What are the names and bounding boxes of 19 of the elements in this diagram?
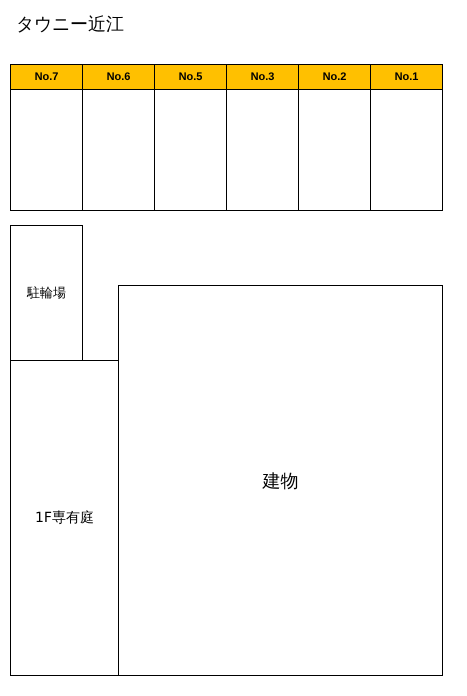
space-number-header: No.5 (155, 65, 226, 90)
building-area (118, 285, 443, 676)
space-number-header: No.6 (83, 65, 154, 90)
parking-space (10, 64, 83, 211)
parking-space (298, 64, 371, 211)
parking-space (226, 64, 299, 211)
space-number-header: No.7 (11, 65, 82, 90)
parking-space (154, 64, 227, 211)
area-box (10, 360, 119, 676)
space-number-header: No.3 (227, 65, 298, 90)
title: タウニー近江 (16, 13, 124, 36)
space-number-header: No.1 (371, 65, 442, 90)
area-label: 1F専有庭 (35, 509, 94, 527)
parking-space (82, 64, 155, 211)
area-label: 建物 (262, 470, 298, 492)
space-number-header: No.2 (299, 65, 370, 90)
parking-space (370, 64, 443, 211)
area-box (10, 225, 83, 361)
area-label: 駐輪場 (27, 285, 66, 302)
